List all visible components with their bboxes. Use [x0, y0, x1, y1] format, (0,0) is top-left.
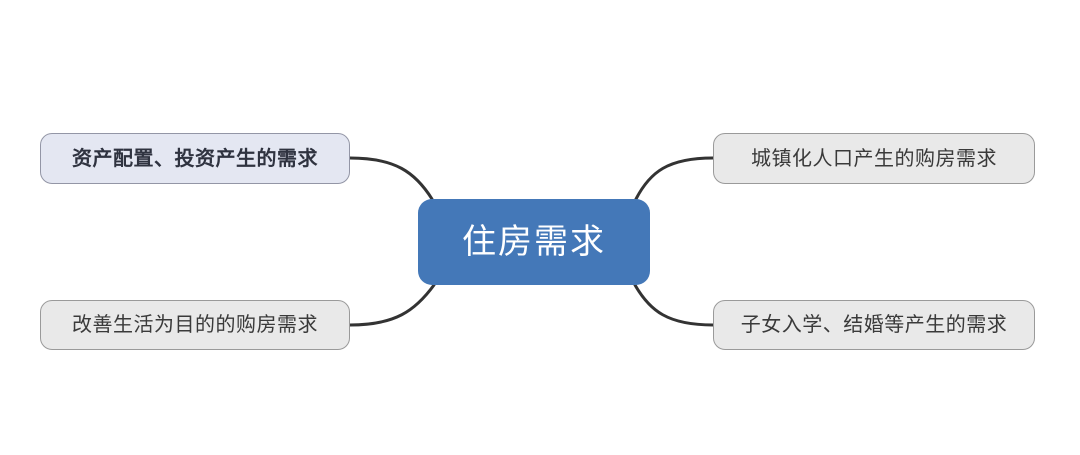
branch-node-bottom-right[interactable]: 子女入学、结婚等产生的需求 — [713, 300, 1035, 350]
center-node[interactable]: 住房需求 — [418, 199, 650, 285]
branch-node-top-left[interactable]: 资产配置、投资产生的需求 — [40, 133, 350, 184]
branch-label-bottom-left: 改善生活为目的的购房需求 — [72, 314, 318, 336]
connector-top-right — [634, 156, 715, 201]
branch-label-top-left: 资产配置、投资产生的需求 — [72, 147, 318, 170]
branch-node-top-right[interactable]: 城镇化人口产生的购房需求 — [713, 133, 1035, 184]
connector-top-left — [348, 156, 434, 201]
center-node-label: 住房需求 — [462, 222, 606, 261]
branch-label-top-right: 城镇化人口产生的购房需求 — [751, 147, 997, 170]
branch-label-bottom-right: 子女入学、结婚等产生的需求 — [740, 314, 1008, 336]
connector-bottom-left — [348, 283, 436, 327]
connector-bottom-right — [633, 283, 715, 327]
branch-node-bottom-left[interactable]: 改善生活为目的的购房需求 — [40, 300, 350, 350]
